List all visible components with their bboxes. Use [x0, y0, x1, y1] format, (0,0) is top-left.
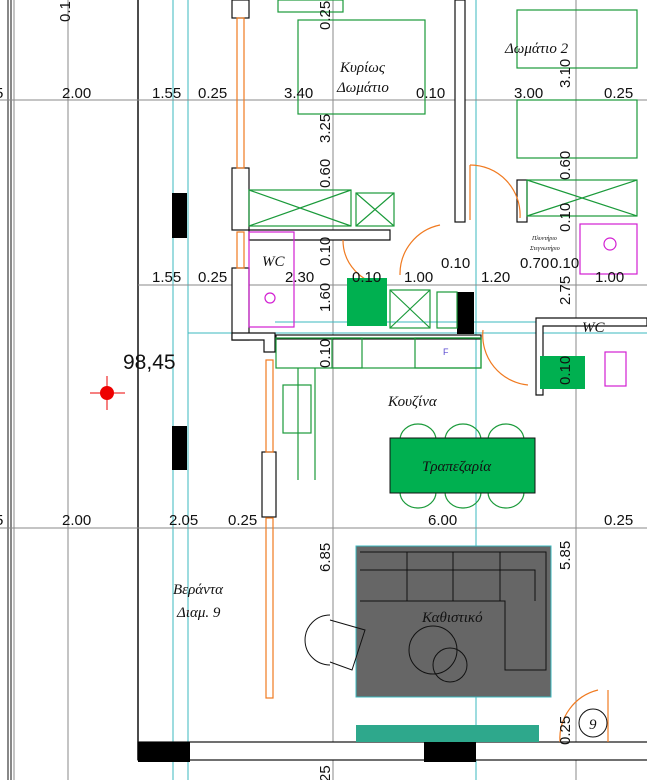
tv-unit [356, 725, 539, 742]
column [172, 193, 187, 238]
dim: 5 [0, 85, 3, 102]
room-label-laundry: Πλυντήριο [531, 236, 557, 242]
dim: 1.00 [404, 269, 433, 286]
room-label-laundry: Στεγνωτήριο [529, 246, 560, 252]
dim: 0.70 [520, 255, 549, 272]
room-label-kitchen: Κουζίνα [387, 394, 438, 410]
dim: 1.60 [317, 283, 334, 312]
dim: 25 [317, 765, 334, 780]
room-label-veranda: Βεράντα [173, 582, 224, 598]
dim: 1.20 [481, 269, 510, 286]
dim: 6.00 [428, 512, 457, 529]
room-label-dining: Τραπεζαρία [422, 459, 492, 475]
elevation-marker-icon [90, 376, 125, 410]
dim: 1.55 [152, 269, 181, 286]
dim: 0.60 [317, 159, 334, 188]
dim: 0.10 [441, 255, 470, 272]
dim: 0.25 [604, 512, 633, 529]
dim: 3.10 [557, 59, 574, 88]
dimension-row-2: 1.55 0.25 2.30 0.10 1.00 0.10 1.20 0.70 … [152, 255, 624, 286]
dim: 1.00 [595, 269, 624, 286]
apartment-number: 9 [589, 717, 597, 733]
dim: 5.85 [557, 541, 574, 570]
apartment-number-circle [578, 708, 608, 738]
room-label-veranda: Διαμ. 9 [176, 605, 221, 621]
column [172, 426, 187, 470]
room-labels: Κυρίως Δωμάτιο Δωμάτιο 2 WC WC Κουζίνα Τ… [123, 41, 605, 733]
dim: 0.25 [317, 1, 334, 30]
dining-table [389, 437, 536, 494]
dim: 0.25 [604, 85, 633, 102]
room-label-bedroom-2: Δωμάτιο 2 [504, 41, 569, 57]
dimension-row-3: 5 2.00 2.05 0.25 6.00 0.25 [0, 512, 633, 529]
dim: 2.75 [557, 276, 574, 305]
dim: 0.10 [557, 356, 574, 385]
sink [347, 278, 387, 326]
dimension-vertical: 0.1 0.25 3.25 0.60 0.10 1.60 0.10 6.85 2… [57, 1, 574, 780]
dimension-row-1: 5 2.00 1.55 0.25 3.40 0.10 3.00 0.25 [0, 85, 633, 102]
dim: 0.10 [317, 339, 334, 368]
dim: 3.25 [317, 114, 334, 143]
column [424, 742, 476, 762]
dim: 0.25 [198, 269, 227, 286]
dim: 0.25 [198, 85, 227, 102]
fridge-label: F [443, 347, 449, 357]
room-label-wc: WC [262, 254, 285, 270]
dim: 2.00 [62, 512, 91, 529]
dim: 2.00 [62, 85, 91, 102]
dim: 0.25 [557, 716, 574, 745]
dim: 0.10 [416, 85, 445, 102]
column [138, 742, 190, 762]
sink [540, 356, 585, 389]
dim: 0.10 [317, 237, 334, 266]
windows [236, 17, 274, 699]
dim: 0.10 [352, 269, 381, 286]
dim: 3.00 [514, 85, 543, 102]
elevation-label: 98,45 [123, 351, 176, 374]
dim: 2.30 [285, 269, 314, 286]
dim: 0.25 [228, 512, 257, 529]
dim: 0.1 [57, 1, 74, 22]
dim: 3.40 [284, 85, 313, 102]
room-label-wc: WC [582, 320, 605, 336]
room-label-master-bedroom: Κυρίως [339, 60, 386, 76]
dim: 2.05 [169, 512, 198, 529]
room-label-master-bedroom: Δωμάτιο [336, 80, 389, 96]
column [457, 292, 474, 334]
room-label-living: Καθιστικό [421, 610, 483, 626]
dim: 1.55 [152, 85, 181, 102]
dim: 0.60 [557, 151, 574, 180]
dim: 5 [0, 512, 3, 529]
dim: 0.10 [557, 203, 574, 232]
dim: 6.85 [317, 543, 334, 572]
dim: 0.10 [550, 255, 579, 272]
furniture [90, 0, 638, 742]
